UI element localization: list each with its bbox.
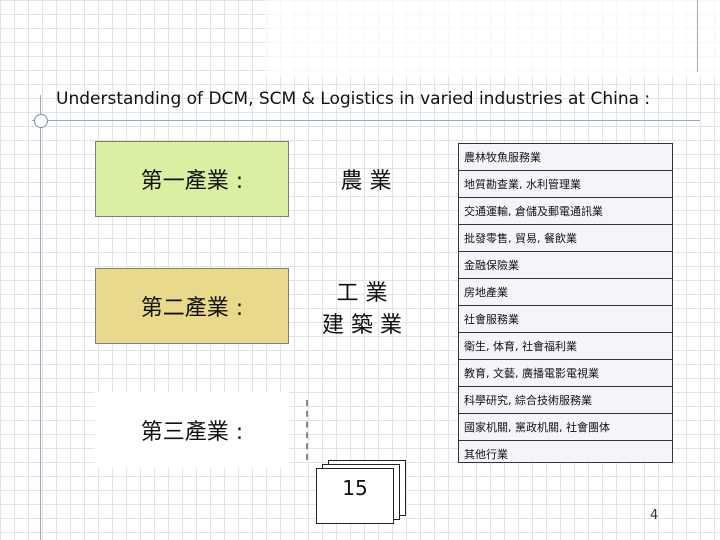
category-primary: 第一產業 :	[95, 141, 289, 217]
decor-line-right	[697, 0, 698, 72]
category-primary-label: 第一產業 :	[140, 169, 244, 194]
background-fade	[265, 0, 720, 78]
industry-item: 批發零售, 貿易, 餐飲業	[459, 225, 672, 252]
industry-item: 其他行業	[464, 448, 508, 461]
industry-item: 地質勘查業, 水利管理業	[459, 171, 672, 198]
slide-number: 4	[650, 508, 659, 523]
industry-item: 農林牧魚服務業	[459, 144, 672, 171]
category-secondary: 第二產業 :	[95, 268, 289, 344]
industry-item: 教育, 文藝, 廣播電影電視業	[459, 360, 672, 387]
sector-secondary-line1: 工 業	[336, 281, 388, 306]
industry-item: 衛生, 体育, 社會福利業	[459, 333, 672, 360]
page-number: 15	[342, 476, 368, 500]
industry-list: 農林牧魚服務業 地質勘查業, 水利管理業 交通運輸, 倉儲及郵電通訊業 批發零售…	[458, 143, 673, 463]
category-secondary-label: 第二產業 :	[140, 296, 244, 321]
industry-item: 房地產業	[459, 279, 672, 306]
sector-primary: 農 業	[340, 169, 392, 194]
decor-line-horizontal	[32, 120, 700, 121]
dashed-connector	[306, 400, 309, 460]
slide-heading: Understanding of DCM, SCM & Logistics in…	[56, 89, 651, 109]
industry-item: 科學研究, 綜合技術服務業	[459, 387, 672, 414]
page-sheet-front	[316, 468, 394, 524]
industry-item: 國家机關, 黨政机關, 社會團体	[459, 414, 672, 441]
sector-secondary: 工 業 建 築 業	[312, 278, 412, 342]
category-tertiary-label: 第三產業 :	[140, 420, 244, 445]
decor-line-vertical	[40, 95, 41, 540]
category-tertiary: 第三產業 :	[95, 392, 289, 468]
sector-secondary-line2: 建 築 業	[322, 313, 402, 338]
industry-item: 社會服務業	[459, 306, 672, 333]
industry-item: 金融保險業	[459, 252, 672, 279]
decor-circle	[34, 114, 48, 128]
industry-item: 交通運輸, 倉儲及郵電通訊業	[459, 198, 672, 225]
